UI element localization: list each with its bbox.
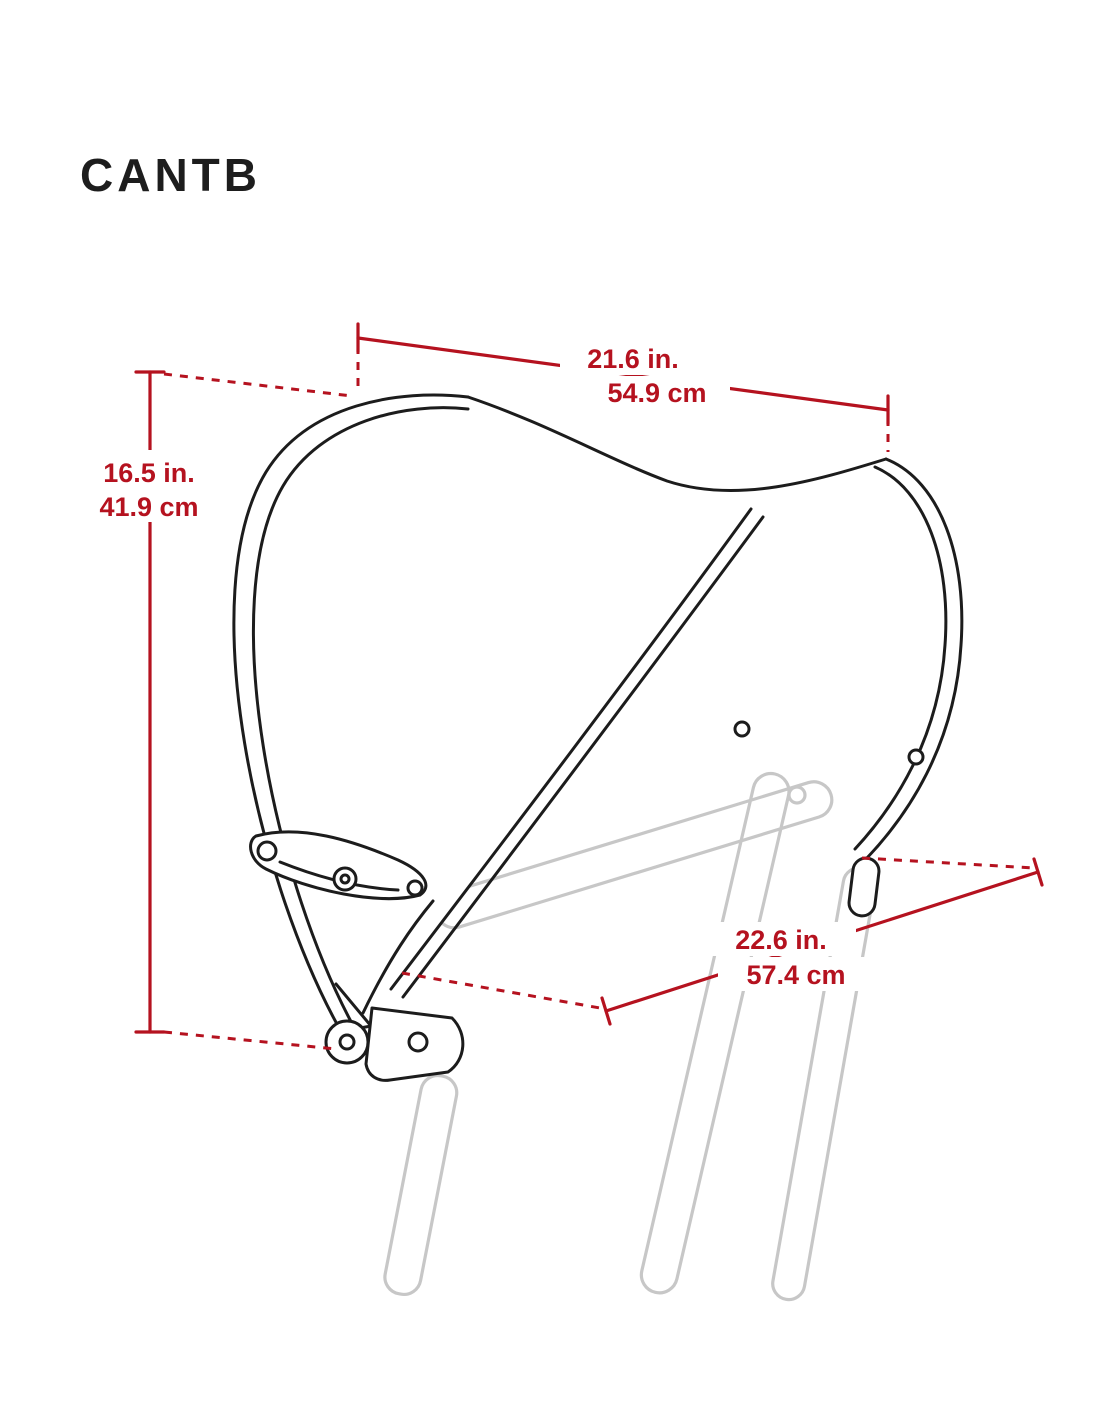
product-code: CANTB xyxy=(80,149,261,201)
canopy-top-edge xyxy=(466,395,888,493)
width-dimension: 21.6 in. 54.9 cm xyxy=(356,322,890,452)
stroller-right-frame-tube xyxy=(639,771,791,1295)
right-pivot-sleeve xyxy=(847,856,881,918)
height-label-bg xyxy=(92,450,210,522)
canopy-rear-strut-inner xyxy=(401,515,765,999)
depth-inches-label: 22.6 in. xyxy=(735,925,827,955)
height-centimeters-label: 41.9 cm xyxy=(99,492,198,522)
frame-rivet xyxy=(787,785,807,805)
hinge-bracket xyxy=(249,830,428,901)
depth-label-bg-in xyxy=(706,922,856,956)
canopy-right-bow-inner xyxy=(853,465,948,851)
depth-centimeters-label: 57.4 cm xyxy=(746,960,845,990)
canopy-outline xyxy=(232,393,964,1082)
canopy-right-bow-outer xyxy=(864,457,964,861)
stroller-left-leg xyxy=(383,1073,459,1297)
hinge-rivet-right xyxy=(406,879,424,897)
pivot-hub-pin xyxy=(338,1033,356,1051)
height-dimension: 16.5 in. 41.9 cm xyxy=(92,370,353,1051)
depth-tick-right xyxy=(1032,857,1044,887)
hinge-rivet-left xyxy=(256,840,278,862)
canopy-fabric xyxy=(233,395,752,1042)
depth-dimension: 22.6 in. 57.4 cm xyxy=(401,856,1044,1026)
strut-snap-button xyxy=(733,720,751,738)
right-bow-snap-button xyxy=(907,748,925,766)
depth-extension-right xyxy=(861,856,1035,870)
mount-plate-hole xyxy=(407,1031,429,1053)
canopy-rear-strut-outer xyxy=(389,507,753,991)
width-centimeters-label: 54.9 cm xyxy=(607,378,706,408)
canopy-fabric-corner xyxy=(361,899,435,1015)
width-label-bg-cm xyxy=(584,376,730,409)
height-inches-label: 16.5 in. xyxy=(103,458,195,488)
depth-tick-left xyxy=(600,996,612,1026)
width-inches-label: 21.6 in. xyxy=(587,344,679,374)
height-extension-bottom xyxy=(163,1030,337,1051)
height-extension-top xyxy=(163,372,353,398)
canopy-left-bow-outer xyxy=(232,393,470,1044)
width-label-bg-in xyxy=(560,341,706,375)
depth-label-bg-cm xyxy=(718,957,874,991)
canopy-left-bow-inner xyxy=(251,406,470,1040)
depth-extension-left xyxy=(401,971,601,1010)
hinge-rivet-center-pin xyxy=(339,873,351,885)
